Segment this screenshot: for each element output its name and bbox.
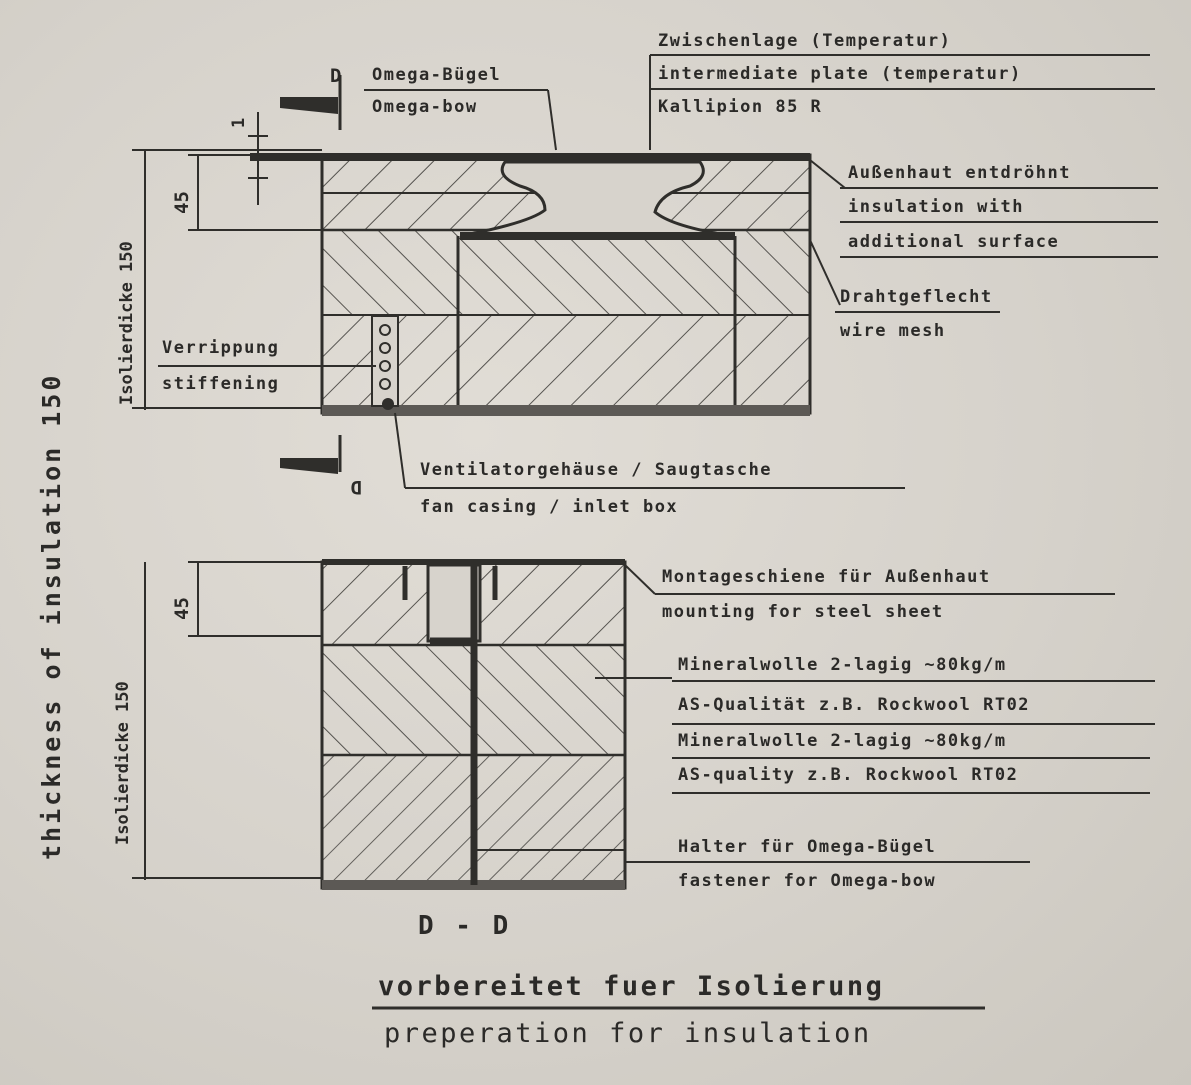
mid-insulation-band	[322, 230, 810, 315]
label-wool1-de: Mineralwolle 2-lagig ~80kg/m	[678, 655, 1007, 675]
dim-vertical-top: Isolierdicke 150	[117, 241, 137, 405]
bottom-section-detail: 45 Isolierdicke 150 Montageschiene für A…	[113, 559, 1155, 941]
label-intermediate-en: intermediate plate (temperatur)	[658, 64, 1022, 84]
dim-thickness: 1	[229, 118, 249, 128]
label-omega-de: Omega-Bügel	[372, 65, 501, 85]
section-label: D - D	[418, 911, 511, 941]
label-wool1-en: AS-Qualität z.B. Rockwool RT02	[678, 695, 1030, 715]
top-section-detail: D D 1 45 Isolierdicke 150 Omega-Bügel Om…	[117, 31, 1158, 517]
section-marker-bottom: D	[351, 476, 362, 498]
dim-45-bottom: 45	[171, 597, 193, 620]
label-intermediate-de: Zwischenlage (Temperatur)	[658, 31, 951, 51]
label-wool2-de: Mineralwolle 2-lagig ~80kg/m	[678, 731, 1007, 751]
label-outer-de: Außenhaut entdröhnt	[848, 163, 1071, 183]
dim-45-top: 45	[171, 191, 193, 214]
label-rail-en: mounting for steel sheet	[662, 602, 944, 622]
label-outer-en2: additional surface	[848, 232, 1059, 252]
label-wire-de: Drahtgeflecht	[840, 287, 993, 307]
label-fan-de: Ventilatorgehäuse / Saugtasche	[420, 460, 772, 480]
label-wire-en: wire mesh	[840, 321, 946, 341]
label-wool2-en: AS-quality z.B. Rockwool RT02	[678, 765, 1018, 785]
fan-casing-plate	[322, 405, 810, 416]
label-fill-en: stiffening	[162, 374, 279, 394]
side-label: thickness of insulation 150	[37, 373, 66, 860]
dim-vertical-bottom: Isolierdicke 150	[113, 681, 133, 845]
label-intermediate-note: Kallipion 85 R	[658, 97, 822, 117]
title-de: vorbereitet fuer Isolierung	[378, 971, 884, 1002]
label-holder-de: Halter für Omega-Bügel	[678, 837, 936, 857]
label-fan-en: fan casing / inlet box	[420, 497, 678, 517]
label-outer-en1: insulation with	[848, 197, 1024, 217]
label-fill-de: Verrippung	[162, 338, 279, 358]
label-omega-en: Omega-bow	[372, 97, 478, 117]
section-marker-top: D	[330, 65, 341, 87]
label-holder-en: fastener for Omega-bow	[678, 871, 936, 891]
title-en: preperation for insulation	[384, 1018, 872, 1049]
inner-insulation-band	[322, 315, 810, 407]
drawing-title: vorbereitet fuer Isolierung preperation …	[372, 971, 985, 1049]
label-rail-de: Montageschiene für Außenhaut	[662, 567, 991, 587]
